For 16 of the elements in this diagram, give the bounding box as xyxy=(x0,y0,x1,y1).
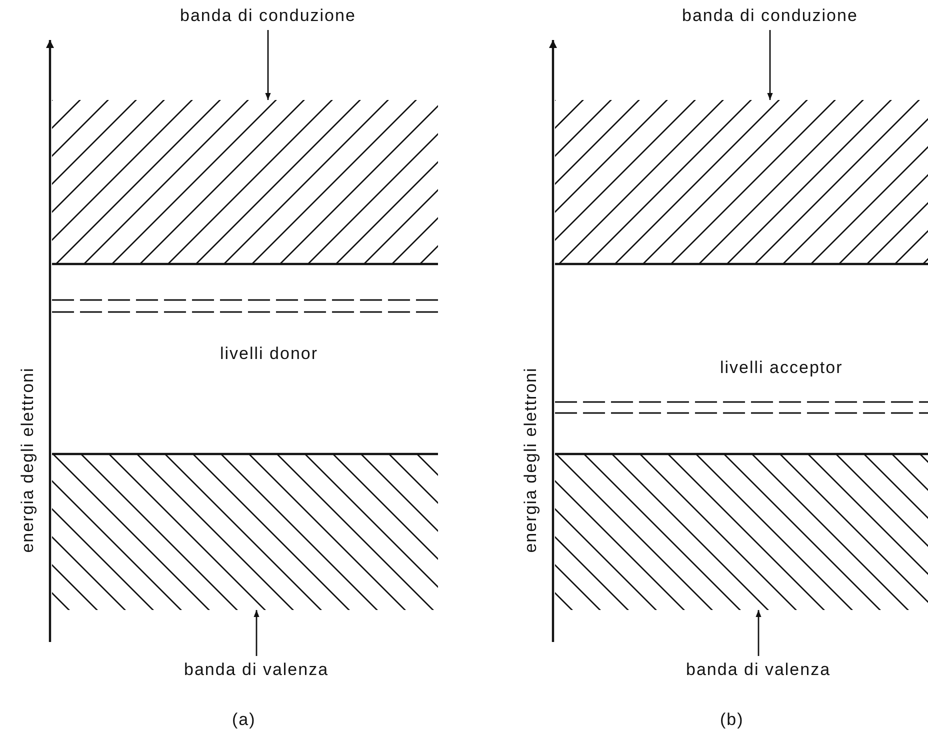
level-label: livelli donor xyxy=(220,344,318,364)
band-label: banda di conduzione xyxy=(180,6,356,26)
axis-label: energia degli elettroni xyxy=(18,367,38,553)
band-label: banda di valenza xyxy=(686,660,831,680)
conduction-band xyxy=(555,100,928,265)
band-label: banda di conduzione xyxy=(682,6,858,26)
level-label: livelli acceptor xyxy=(720,358,843,378)
band-label: banda di valenza xyxy=(184,660,329,680)
valence-band xyxy=(555,453,928,610)
axis-label: energia degli elettroni xyxy=(520,367,541,553)
leader-arrow xyxy=(265,30,271,100)
leader-arrow xyxy=(756,610,762,656)
panel-label: (a) xyxy=(232,710,256,730)
leader-arrow xyxy=(767,30,773,100)
panel-label: (b) xyxy=(720,710,744,730)
leader-arrow xyxy=(254,610,260,656)
